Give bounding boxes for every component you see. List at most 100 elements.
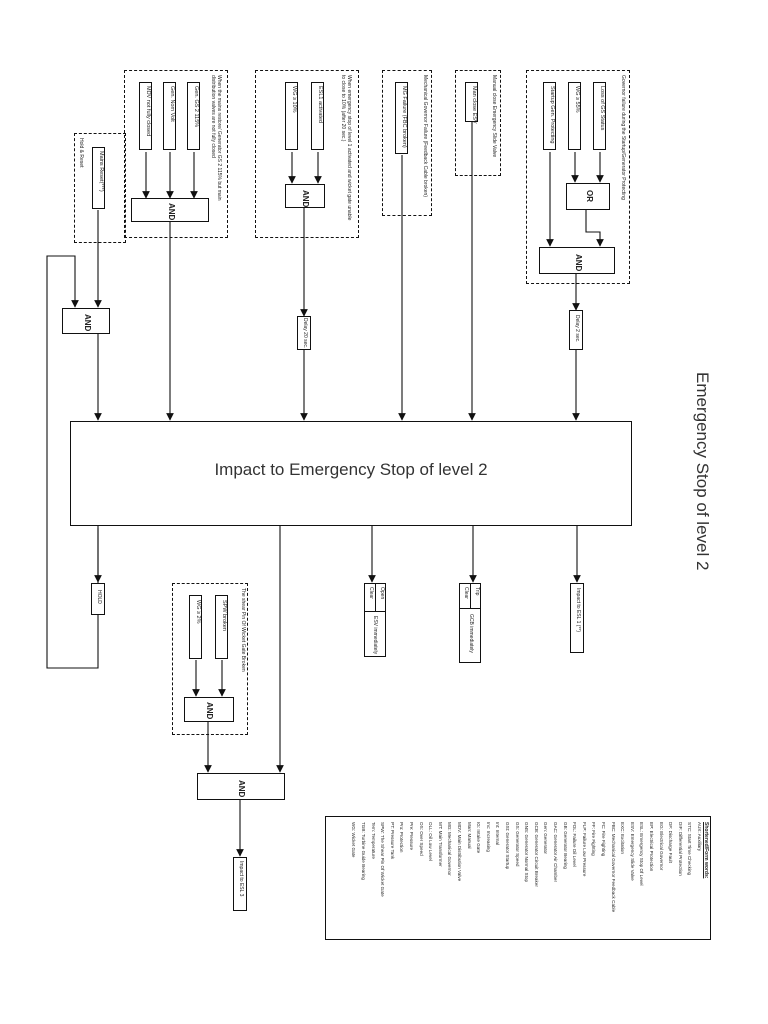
and-gate-governor <box>539 247 615 274</box>
legend-item: EG: Electrical Governor <box>658 822 664 871</box>
output-gcb-divider-v <box>470 583 471 608</box>
group-mdv <box>124 70 228 238</box>
cond-spw-broken <box>215 595 228 659</box>
cond-esl1-activated-label: ESL1 activated <box>317 86 323 123</box>
legend-item: ESL: Emergency Stop Of Level <box>639 822 645 886</box>
output-hold-label: HOLD <box>96 590 102 604</box>
cond-loss-gs <box>593 82 606 150</box>
and-gate-mdv-label: AND <box>167 203 176 221</box>
legend-item: IG: Intake Gate <box>476 822 482 854</box>
legend-item: AUX: Auxiliary <box>697 822 702 852</box>
group-mg-failure <box>382 70 432 216</box>
page-title: Emergency Stop of level 2 <box>693 372 712 571</box>
and-gate-left-label: AND <box>83 314 92 332</box>
legend-item: GAC: Generator Air Chamber <box>553 822 558 882</box>
legend-item: SPW: The Shear Pin Of Wicket Gate <box>380 822 386 897</box>
cond-gen-gs-label: Gen. GS 2 115% <box>193 86 199 128</box>
and-gate-shear-pin <box>184 697 234 722</box>
cond-spw-broken-label: SPW broken <box>221 600 227 631</box>
legend-item: FBC: Mechanical Governor Feedback Cable <box>610 822 616 913</box>
and-gate-bottom <box>197 773 285 800</box>
group-mains-reset-label: Hold & Reset <box>78 138 84 168</box>
legend-item: Pro: Protection <box>399 822 405 853</box>
and-gate-shear-pin-label: AND <box>205 702 214 720</box>
legend-item: FOL: Failure Oil Level <box>572 822 578 867</box>
output-esv-open: Open <box>379 587 385 600</box>
group-man-close-note: Manual close Emergency Slide Valve <box>491 75 497 158</box>
and-gate-esl1 <box>285 184 325 208</box>
output-esv-divider <box>364 611 386 612</box>
or-gate-label: OR <box>585 190 594 202</box>
legend-item: Gen: Generator <box>543 822 549 854</box>
delay-2 <box>569 310 583 350</box>
legend-item: DIF: Differential Protection <box>677 822 683 876</box>
output-esv-clear: Clear <box>368 587 374 599</box>
legend-item: Pre: Pressure <box>409 822 414 851</box>
legend-item: MT: Main Transformer <box>437 822 443 867</box>
group-mg-failure-note: Mechanical Governor Failure (Feedback Ca… <box>422 75 428 198</box>
group-esl1 <box>255 70 359 238</box>
legend-item: MG: Mechanical Governor <box>447 822 453 876</box>
cond-wg-55 <box>568 82 581 150</box>
legend-item: EXC: Excitation <box>620 822 626 854</box>
legend-item: OS: Over Speed <box>418 822 424 856</box>
legend-item: EP: Electrical Protection <box>649 822 654 872</box>
and-gate-mdv <box>131 198 209 222</box>
mains-reset-condition <box>92 147 105 209</box>
output-esl1-label: Impact to ESL 1 (**) <box>575 588 581 632</box>
legend-item: OLL: Oil Low Level <box>428 822 434 861</box>
legend-heading: Shortened/Form words: <box>703 822 709 879</box>
and-gate-governor-label: AND <box>574 254 583 272</box>
cond-gen-nom-volt <box>163 82 176 150</box>
group-governor <box>526 70 630 284</box>
output-gcb-trip: Trip <box>474 587 480 596</box>
output-gcb-divider <box>459 608 481 609</box>
output-esv-divider-v <box>375 583 376 611</box>
cond-wg-2-label: WG ≥ 2% <box>195 600 201 624</box>
and-gate-left <box>62 308 110 334</box>
legend-item: FF: Fire Fighting <box>591 822 597 856</box>
cond-man-close-esv-label: Man close ESV <box>471 86 477 124</box>
cond-startup-gen-label: Startup Gen. Protecting <box>549 86 555 144</box>
and-gate-esl1-label: AND <box>301 190 310 208</box>
legend-item: FLP: Failure Low Pressure <box>581 822 587 877</box>
legend-item: Int: Internal <box>495 822 501 845</box>
cond-mg-failure-label: MG Failure (FBC broken) <box>401 86 407 148</box>
legend-item: FC: Fire Fighting <box>601 822 606 857</box>
legend-item: WG: Wicket Gate <box>351 822 357 858</box>
output-esv-text: ESV immediately <box>372 616 378 655</box>
legend-box <box>325 816 711 940</box>
legend-item: GS: Generator Speed <box>514 822 520 867</box>
cond-loss-gs-label: Loss of GS Status <box>599 86 605 131</box>
legend-item: GNS: Generator Normal Stop <box>524 822 530 882</box>
cond-mdv-not-closed-label: MDV not fully closed <box>145 86 151 137</box>
cond-wg-10 <box>285 82 298 150</box>
legend-item: Man: Manual <box>466 822 472 849</box>
mains-reset-condition-label: Mains Reset(***) <box>98 151 104 192</box>
legend-item: GB: Generator Bearing <box>562 822 568 869</box>
output-esl3 <box>233 857 247 911</box>
legend-item: Tem: Temperature <box>370 822 376 859</box>
legend-item: STC: Start Time Checking <box>687 822 693 876</box>
group-man-close <box>455 70 501 176</box>
output-gcb-text: GCB immediately <box>468 614 474 653</box>
output-gcb-clear: Clear <box>463 587 469 599</box>
legend-item: DF: Discharge Fault <box>668 822 674 863</box>
output-esl3-label: Impact to ESL 3 <box>238 861 244 897</box>
legend-item: Inc: Increasing <box>485 822 491 852</box>
main-impact-label: Impact to Emergency Stop of level 2 <box>214 460 488 479</box>
group-mdv-note: When the mains restore/ Generator GS 2 1… <box>210 75 222 201</box>
cond-startup-gen <box>543 82 556 150</box>
legend-item: ESV: Emergency Slide Valve <box>629 822 635 881</box>
legend-item: GCB: Generator Circuit Breaker <box>533 822 539 887</box>
or-gate <box>566 183 610 210</box>
legend-item: MDV: Main Distribution Valve <box>457 822 462 882</box>
cond-wg-2 <box>189 595 202 659</box>
main-impact-box <box>70 421 632 526</box>
legend-item: PT: Pressure Tank <box>389 822 395 860</box>
group-esl1-note: When emergency stop of level 1 activated… <box>340 75 352 221</box>
delay-20 <box>297 316 311 350</box>
delay-20-label: Delay 20 sec. <box>302 318 308 349</box>
cond-wg-10-label: WG ≥ 10% <box>291 86 297 113</box>
